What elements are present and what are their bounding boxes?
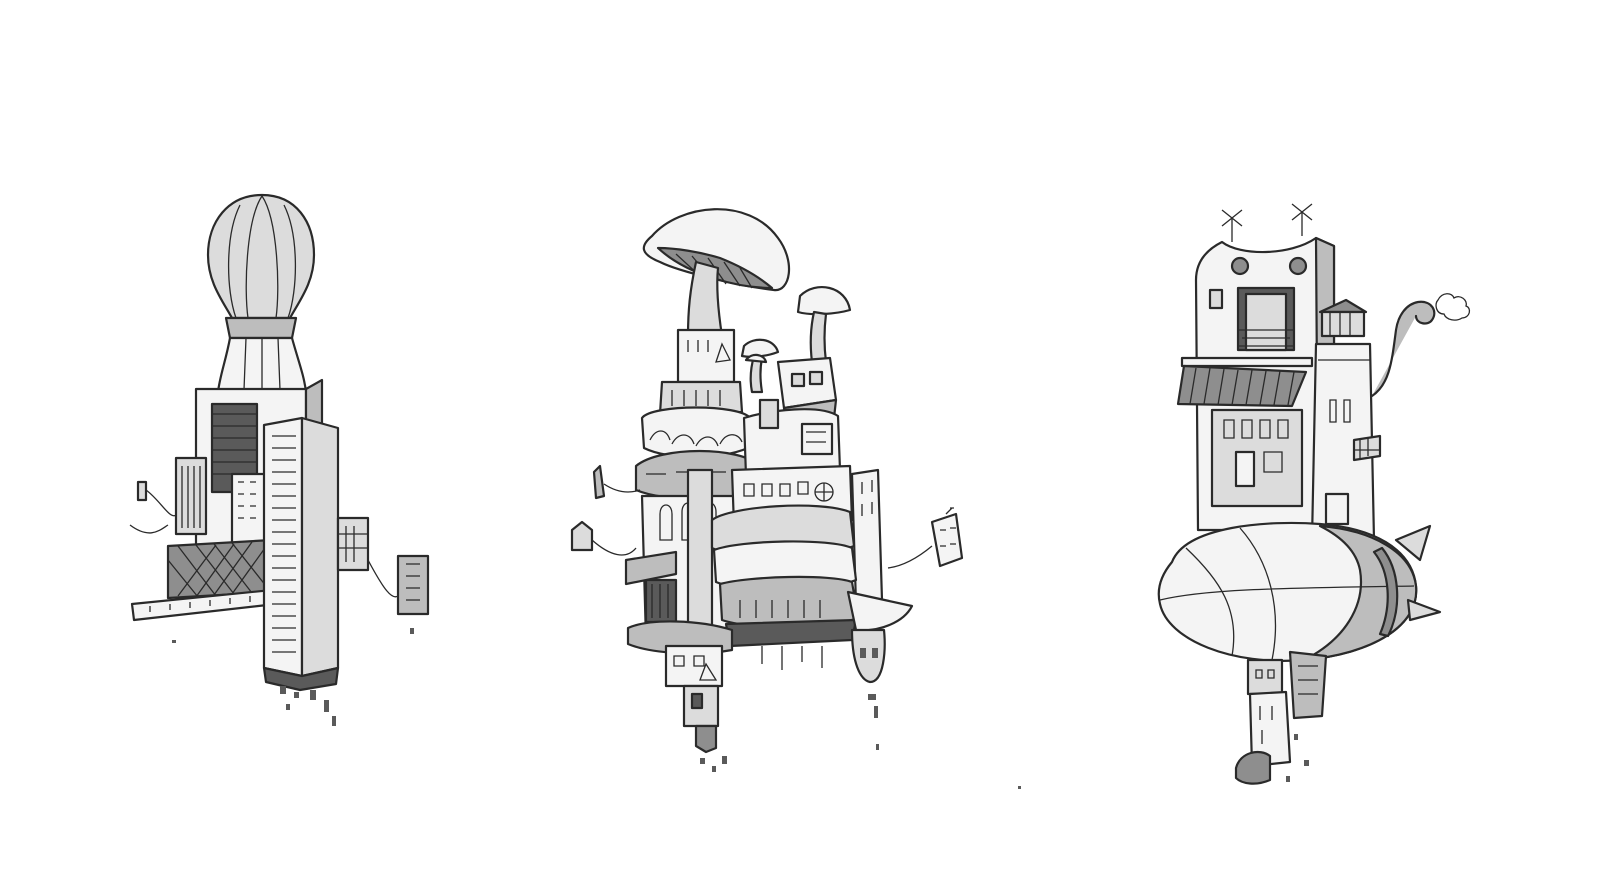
big-mushroom: [642, 208, 791, 338]
steam-pipe: [1370, 293, 1471, 398]
lattice-base: [130, 538, 278, 622]
floating-houses-center: [570, 464, 964, 569]
under-structures: [626, 590, 914, 754]
hot-air-balloon: [206, 193, 316, 394]
debris-center: [700, 694, 879, 772]
awning-balcony: [1176, 356, 1314, 408]
front-skyscraper: [262, 416, 340, 692]
small-left-building: [174, 456, 208, 536]
debris-left: [172, 628, 414, 726]
mushroom-castle-city: [570, 208, 964, 772]
balloon-skyscraper-city: [129, 193, 430, 726]
mid-building: [230, 472, 270, 548]
under-tower: [1234, 650, 1328, 785]
rooftop-windmills: [1221, 203, 1313, 242]
castle-tower: [634, 328, 762, 501]
tower-facade: [1210, 408, 1304, 508]
small-mushrooms: [740, 286, 852, 394]
airship-tower-city: [1018, 203, 1471, 789]
floating-boxes-left: [129, 480, 430, 616]
lighthouse: [1310, 298, 1382, 542]
debris-right: [1018, 734, 1309, 789]
airship: [1157, 521, 1442, 662]
layered-bodies: [710, 504, 860, 648]
